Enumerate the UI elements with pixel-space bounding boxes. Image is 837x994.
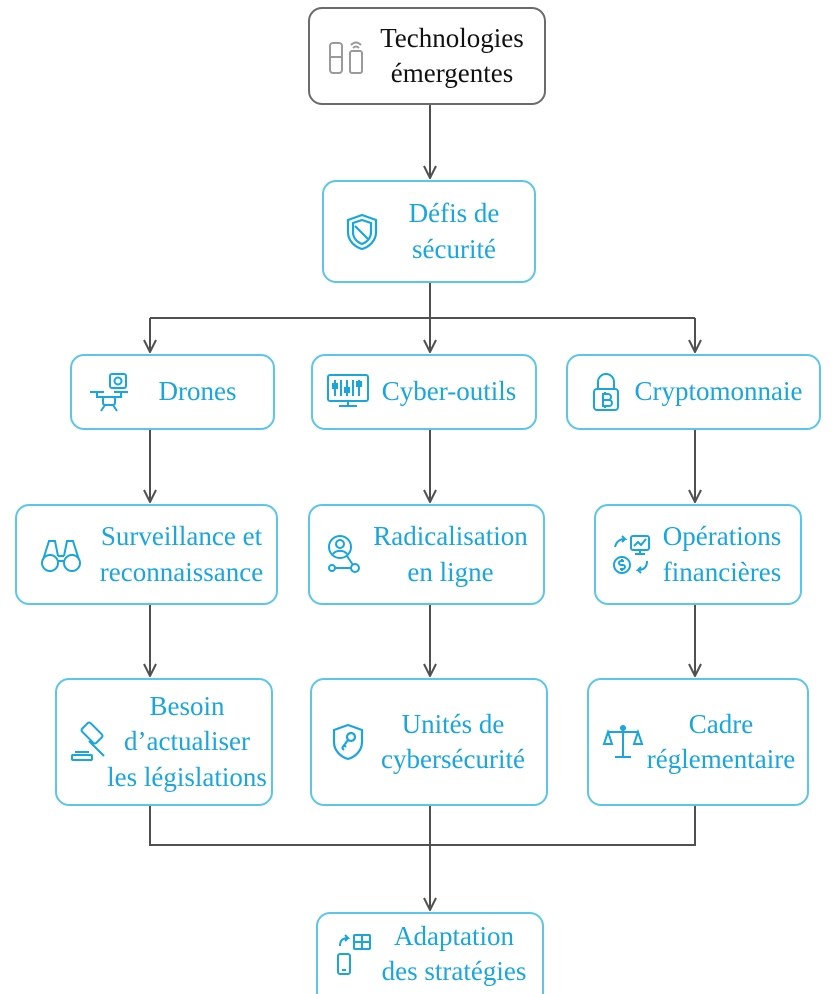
strategy-icon	[332, 932, 376, 976]
node-root-label: Technologies émergentes	[380, 22, 524, 88]
user-network-icon	[322, 533, 368, 577]
node-besoin-legislations[interactable]: Besoin d’actualiser les législations	[55, 678, 273, 806]
bitcoin-lock-icon	[584, 371, 628, 413]
node-legis-label: Besoin d’actualiser les législations	[107, 691, 267, 792]
node-radicalisation[interactable]: Radicalisation en ligne	[308, 504, 545, 605]
node-cadre-reglementaire[interactable]: Cadre réglementaire	[587, 678, 809, 806]
node-adaptation-label: Adaptation des stratégies	[381, 920, 527, 986]
node-adaptation-strategies[interactable]: Adaptation des stratégies	[316, 912, 544, 994]
node-drones-label: Drones	[158, 376, 237, 407]
node-technologies-emergentes[interactable]: Technologies émergentes	[308, 7, 546, 105]
node-surveillance[interactable]: Surveillance et reconnaissance	[15, 504, 278, 605]
shield-icon	[340, 212, 384, 252]
node-security-label: Défis de sécurité	[408, 198, 500, 264]
node-cyber-outils[interactable]: Cyber-outils	[311, 354, 537, 430]
server-rack-icon	[323, 372, 373, 412]
node-crypto-label: Cryptomonnaie	[634, 376, 803, 407]
finance-transfer-icon	[610, 533, 654, 577]
drone-icon	[84, 370, 134, 414]
branch-security-split	[150, 283, 695, 319]
node-cryptomonnaie[interactable]: Cryptomonnaie	[566, 354, 821, 430]
gavel-icon	[69, 721, 109, 763]
node-surveillance-label: Surveillance et reconnaissance	[99, 521, 264, 587]
node-cyberunits-label: Unités de cybersécurité	[381, 708, 525, 774]
node-operations-financieres[interactable]: Opérations financières	[594, 504, 802, 605]
node-unites-cybersecurite[interactable]: Unités de cybersécurité	[310, 678, 548, 806]
node-defis-securite[interactable]: Défis de sécurité	[322, 180, 536, 283]
devices-icon	[324, 33, 368, 79]
branch-merge	[149, 806, 696, 846]
scales-icon	[601, 722, 645, 762]
shield-key-icon	[326, 722, 370, 762]
node-radical-label: Radicalisation en ligne	[373, 521, 528, 587]
node-regulatory-label: Cadre réglementaire	[646, 708, 796, 774]
binoculars-icon	[31, 536, 91, 574]
node-cyber-label: Cyber-outils	[381, 376, 517, 407]
node-drones[interactable]: Drones	[70, 354, 275, 430]
node-finance-label: Opérations financières	[662, 521, 782, 587]
